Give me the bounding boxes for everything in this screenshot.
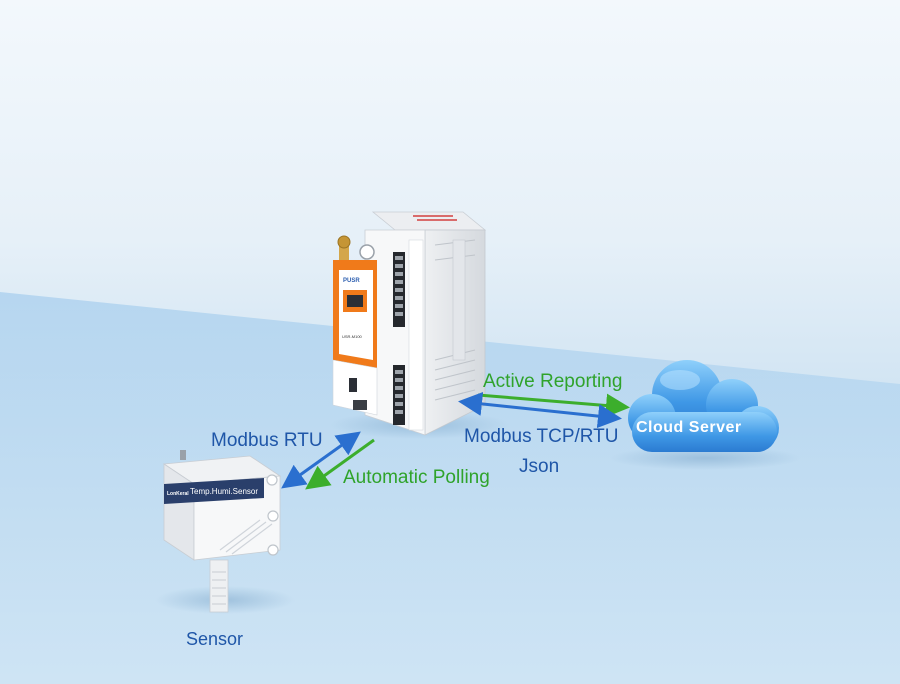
modbus-tcp-arrow (458, 391, 622, 429)
device-brand: PUSR (343, 278, 360, 284)
automatic-polling-arrow (305, 438, 375, 490)
sensor-device-illustration: LonKeral Temp.Humi.Sensor (162, 450, 282, 613)
json-label: Json (519, 456, 560, 477)
modbus-rtu-label: Modbus RTU (211, 430, 323, 451)
cloud-server-label: Cloud Server (636, 419, 742, 436)
sensor-label: Sensor (186, 629, 244, 649)
sensor-device-name: Temp.Humi.Sensor (190, 487, 258, 496)
active-reporting-label: Active Reporting (483, 371, 623, 392)
automatic-polling-label: Automatic Polling (343, 467, 490, 488)
cloud-server-icon (628, 360, 779, 452)
modbus-rtu-arrow (281, 431, 361, 489)
device-model: USR-M100 (342, 334, 363, 339)
sensor-brand-tag: LonKeral (167, 491, 189, 497)
modbus-tcp-rtu-label: Modbus TCP/RTU (464, 426, 619, 447)
gateway-device-illustration: PUSR USR-M100 (332, 211, 487, 436)
